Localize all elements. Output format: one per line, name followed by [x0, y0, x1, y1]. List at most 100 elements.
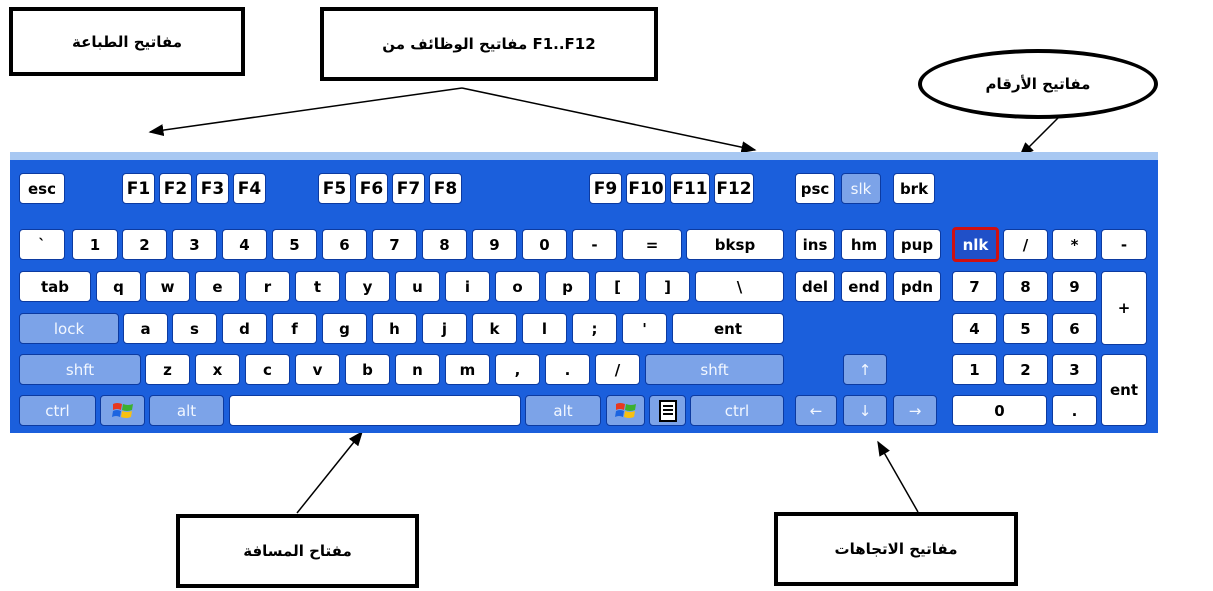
key-insert[interactable]: ins [795, 229, 835, 260]
key-minus[interactable]: - [572, 229, 617, 260]
key-f6[interactable]: F6 [355, 173, 388, 204]
key-period[interactable]: . [545, 354, 590, 385]
key-right-windows[interactable] [606, 395, 645, 426]
key-esc[interactable]: esc [19, 173, 65, 204]
key-9[interactable]: 9 [472, 229, 517, 260]
key-g[interactable]: g [322, 313, 367, 344]
key-a[interactable]: a [123, 313, 168, 344]
key-backslash[interactable]: \ [695, 271, 784, 302]
key-right-arrow[interactable]: → [893, 395, 937, 426]
key-z[interactable]: z [145, 354, 190, 385]
key-f11[interactable]: F11 [670, 173, 710, 204]
key-print-screen[interactable]: psc [795, 173, 835, 204]
key-numpad-6[interactable]: 6 [1052, 313, 1097, 344]
key-6[interactable]: 6 [322, 229, 367, 260]
key-h[interactable]: h [372, 313, 417, 344]
key-numpad-4[interactable]: 4 [952, 313, 997, 344]
key-right-ctrl[interactable]: ctrl [690, 395, 784, 426]
key-spacebar[interactable] [229, 395, 521, 426]
key-right-shift[interactable]: shft [645, 354, 784, 385]
key-menu[interactable] [649, 395, 686, 426]
key-f2[interactable]: F2 [159, 173, 192, 204]
key-u[interactable]: u [395, 271, 440, 302]
key-page-up[interactable]: pup [893, 229, 941, 260]
key-f8[interactable]: F8 [429, 173, 462, 204]
key-j[interactable]: j [422, 313, 467, 344]
key-numpad-8[interactable]: 8 [1003, 271, 1048, 302]
key-w[interactable]: w [145, 271, 190, 302]
key-r[interactable]: r [245, 271, 290, 302]
key-down-arrow[interactable]: ↓ [843, 395, 887, 426]
key-backtick[interactable]: ` [19, 229, 65, 260]
key-3[interactable]: 3 [172, 229, 217, 260]
key-numpad-decimal[interactable]: . [1052, 395, 1097, 426]
key-numpad-multiply[interactable]: * [1052, 229, 1097, 260]
key-x[interactable]: x [195, 354, 240, 385]
key-numpad-0[interactable]: 0 [952, 395, 1047, 426]
key-scroll-lock[interactable]: slk [841, 173, 881, 204]
key-numpad-7[interactable]: 7 [952, 271, 997, 302]
key-q[interactable]: q [96, 271, 141, 302]
key-left-alt[interactable]: alt [149, 395, 224, 426]
key-break[interactable]: brk [893, 173, 935, 204]
key-f12[interactable]: F12 [714, 173, 754, 204]
key-numpad-2[interactable]: 2 [1003, 354, 1048, 385]
key-7[interactable]: 7 [372, 229, 417, 260]
key-i[interactable]: i [445, 271, 490, 302]
key-numpad-5[interactable]: 5 [1003, 313, 1048, 344]
key-enter[interactable]: ent [672, 313, 784, 344]
key-right-bracket[interactable]: ] [645, 271, 690, 302]
key-numpad-enter[interactable]: ent [1101, 354, 1147, 426]
key-f3[interactable]: F3 [196, 173, 229, 204]
key-1[interactable]: 1 [72, 229, 118, 260]
key-d[interactable]: d [222, 313, 267, 344]
key-numpad-3[interactable]: 3 [1052, 354, 1097, 385]
key-m[interactable]: m [445, 354, 490, 385]
key-left-bracket[interactable]: [ [595, 271, 640, 302]
key-5[interactable]: 5 [272, 229, 317, 260]
key-left-arrow[interactable]: ← [795, 395, 837, 426]
key-v[interactable]: v [295, 354, 340, 385]
key-l[interactable]: l [522, 313, 567, 344]
key-up-arrow[interactable]: ↑ [843, 354, 887, 385]
key-n[interactable]: n [395, 354, 440, 385]
key-num-lock[interactable]: nlk [952, 227, 999, 262]
key-f7[interactable]: F7 [392, 173, 425, 204]
key-slash[interactable]: / [595, 354, 640, 385]
key-f10[interactable]: F10 [626, 173, 666, 204]
key-f1[interactable]: F1 [122, 173, 155, 204]
key-e[interactable]: e [195, 271, 240, 302]
key-left-ctrl[interactable]: ctrl [19, 395, 96, 426]
key-left-shift[interactable]: shft [19, 354, 141, 385]
key-t[interactable]: t [295, 271, 340, 302]
key-caps-lock[interactable]: lock [19, 313, 119, 344]
key-numpad-9[interactable]: 9 [1052, 271, 1097, 302]
key-tab[interactable]: tab [19, 271, 91, 302]
key-2[interactable]: 2 [122, 229, 167, 260]
key-right-alt[interactable]: alt [525, 395, 601, 426]
key-f5[interactable]: F5 [318, 173, 351, 204]
key-end[interactable]: end [841, 271, 887, 302]
key-numpad-divide[interactable]: / [1003, 229, 1048, 260]
key-comma[interactable]: , [495, 354, 540, 385]
key-f4[interactable]: F4 [233, 173, 266, 204]
key-quote[interactable]: ' [622, 313, 667, 344]
key-o[interactable]: o [495, 271, 540, 302]
key-k[interactable]: k [472, 313, 517, 344]
key-equals[interactable]: = [622, 229, 682, 260]
key-b[interactable]: b [345, 354, 390, 385]
key-semicolon[interactable]: ; [572, 313, 617, 344]
key-page-down[interactable]: pdn [893, 271, 941, 302]
key-numpad-minus[interactable]: - [1101, 229, 1147, 260]
key-y[interactable]: y [345, 271, 390, 302]
key-c[interactable]: c [245, 354, 290, 385]
key-p[interactable]: p [545, 271, 590, 302]
key-f9[interactable]: F9 [589, 173, 622, 204]
key-8[interactable]: 8 [422, 229, 467, 260]
key-0[interactable]: 0 [522, 229, 567, 260]
key-backspace[interactable]: bksp [686, 229, 784, 260]
key-home[interactable]: hm [841, 229, 887, 260]
key-4[interactable]: 4 [222, 229, 267, 260]
key-numpad-1[interactable]: 1 [952, 354, 997, 385]
key-left-windows[interactable] [100, 395, 145, 426]
